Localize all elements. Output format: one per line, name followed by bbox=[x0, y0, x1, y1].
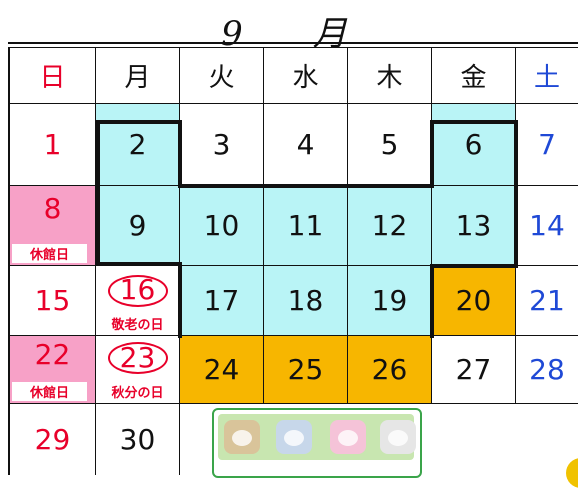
bold-outline bbox=[96, 120, 182, 124]
closed-label: 休館日 bbox=[12, 382, 87, 401]
day-number: 17 bbox=[203, 284, 240, 317]
day-12[interactable]: 12 bbox=[348, 186, 432, 266]
day-27[interactable]: 27 bbox=[432, 336, 516, 404]
day-17[interactable]: 17 bbox=[180, 266, 264, 336]
day-number: 28 bbox=[529, 353, 565, 386]
day-number: 23 bbox=[119, 340, 156, 374]
day-28[interactable]: 28 bbox=[516, 336, 578, 404]
day-number: 4 bbox=[296, 128, 315, 161]
day-number: 12 bbox=[371, 209, 408, 242]
weekday-thu: 木 bbox=[348, 48, 432, 104]
day-number: 18 bbox=[287, 284, 324, 317]
day-number: 26 bbox=[371, 353, 408, 386]
day-18[interactable]: 18 bbox=[264, 266, 348, 336]
day-7[interactable]: 7 bbox=[516, 104, 578, 186]
day-13[interactable]: 13 bbox=[432, 186, 516, 266]
day-number: 10 bbox=[203, 209, 240, 242]
bold-outline bbox=[96, 262, 182, 266]
bold-outline bbox=[430, 264, 434, 338]
day-number: 29 bbox=[34, 423, 71, 456]
bold-outline bbox=[430, 120, 434, 186]
day-number: 16 bbox=[119, 272, 156, 306]
bold-outline bbox=[178, 120, 182, 186]
day-number: 19 bbox=[371, 284, 408, 317]
day-11[interactable]: 11 bbox=[264, 186, 348, 266]
weekday-fri: 金 bbox=[432, 48, 516, 104]
decorative-dot-icon bbox=[566, 458, 578, 488]
day-number: 24 bbox=[203, 353, 240, 386]
weekday-wed: 水 bbox=[264, 48, 348, 104]
day-25[interactable]: 25 bbox=[264, 336, 348, 404]
day-24[interactable]: 24 bbox=[180, 336, 264, 404]
holiday-label: 秋分の日 bbox=[111, 386, 164, 401]
title-divider bbox=[8, 47, 578, 48]
bold-outline bbox=[96, 120, 100, 264]
day-3[interactable]: 3 bbox=[180, 104, 264, 186]
bold-outline bbox=[430, 264, 518, 268]
day-6[interactable]: 6 bbox=[432, 104, 516, 186]
day-1[interactable]: 1 bbox=[8, 104, 96, 186]
closed-label: 休館日 bbox=[12, 244, 87, 263]
day-number: 7 bbox=[538, 128, 556, 161]
day-number: 11 bbox=[287, 209, 324, 242]
day-14[interactable]: 14 bbox=[516, 186, 578, 266]
day-number: 13 bbox=[455, 209, 492, 242]
day-number: 5 bbox=[380, 128, 399, 161]
day-number: 27 bbox=[455, 353, 492, 386]
animal-illustration-icon bbox=[330, 420, 366, 454]
day-9[interactable]: 9 bbox=[96, 186, 180, 266]
day-21[interactable]: 21 bbox=[516, 266, 578, 336]
day-20[interactable]: 20 bbox=[432, 266, 516, 336]
animal-illustration-icon bbox=[276, 420, 312, 454]
day-number: 14 bbox=[529, 209, 565, 242]
day-number: 30 bbox=[119, 423, 156, 456]
day-4[interactable]: 4 bbox=[264, 104, 348, 186]
animal-illustration-icon bbox=[224, 420, 260, 454]
day-23[interactable]: 23 秋分の日 bbox=[96, 336, 180, 404]
day-10[interactable]: 10 bbox=[180, 186, 264, 266]
bold-outline bbox=[514, 120, 518, 268]
day-8[interactable]: 8 休館日 bbox=[8, 186, 96, 266]
holiday-marker: 16 bbox=[96, 269, 179, 309]
day-29[interactable]: 29 bbox=[8, 404, 96, 475]
month-title-bar: 9 月 bbox=[8, 8, 578, 54]
day-30[interactable]: 30 bbox=[96, 404, 180, 475]
day-22[interactable]: 22 休館日 bbox=[8, 336, 96, 404]
day-number: 22 bbox=[34, 338, 71, 371]
weekday-tue: 火 bbox=[180, 48, 264, 104]
day-5[interactable]: 5 bbox=[348, 104, 432, 186]
circle-mark bbox=[107, 342, 168, 374]
day-19[interactable]: 19 bbox=[348, 266, 432, 336]
day-number: 6 bbox=[464, 128, 483, 161]
day-2[interactable]: 2 bbox=[96, 104, 180, 186]
day-number: 8 bbox=[43, 192, 62, 225]
day-number: 15 bbox=[34, 284, 71, 317]
circle-mark bbox=[107, 275, 168, 307]
calendar-page: 9 月 日 月 火 水 木 金 土 1 2 3 4 5 6 7 8 休館日 9 … bbox=[8, 8, 578, 488]
bold-outline bbox=[178, 262, 182, 338]
day-number: 21 bbox=[529, 284, 565, 317]
weekday-sat: 土 bbox=[516, 48, 578, 104]
day-number: 3 bbox=[212, 128, 231, 161]
day-15[interactable]: 15 bbox=[8, 266, 96, 336]
day-16[interactable]: 16 敬老の日 bbox=[96, 266, 180, 336]
bold-outline bbox=[430, 120, 518, 124]
weekday-mon: 月 bbox=[96, 48, 180, 104]
holiday-marker: 23 bbox=[96, 339, 179, 379]
animal-illustration-icon bbox=[380, 420, 416, 454]
day-26[interactable]: 26 bbox=[348, 336, 432, 404]
bold-outline bbox=[178, 184, 434, 188]
holiday-label: 敬老の日 bbox=[111, 318, 164, 333]
day-number: 9 bbox=[128, 209, 147, 242]
day-number: 25 bbox=[287, 353, 324, 386]
day-number: 2 bbox=[128, 128, 147, 161]
weekday-sun: 日 bbox=[8, 48, 96, 104]
day-number: 1 bbox=[43, 128, 62, 161]
day-number: 20 bbox=[455, 284, 492, 317]
